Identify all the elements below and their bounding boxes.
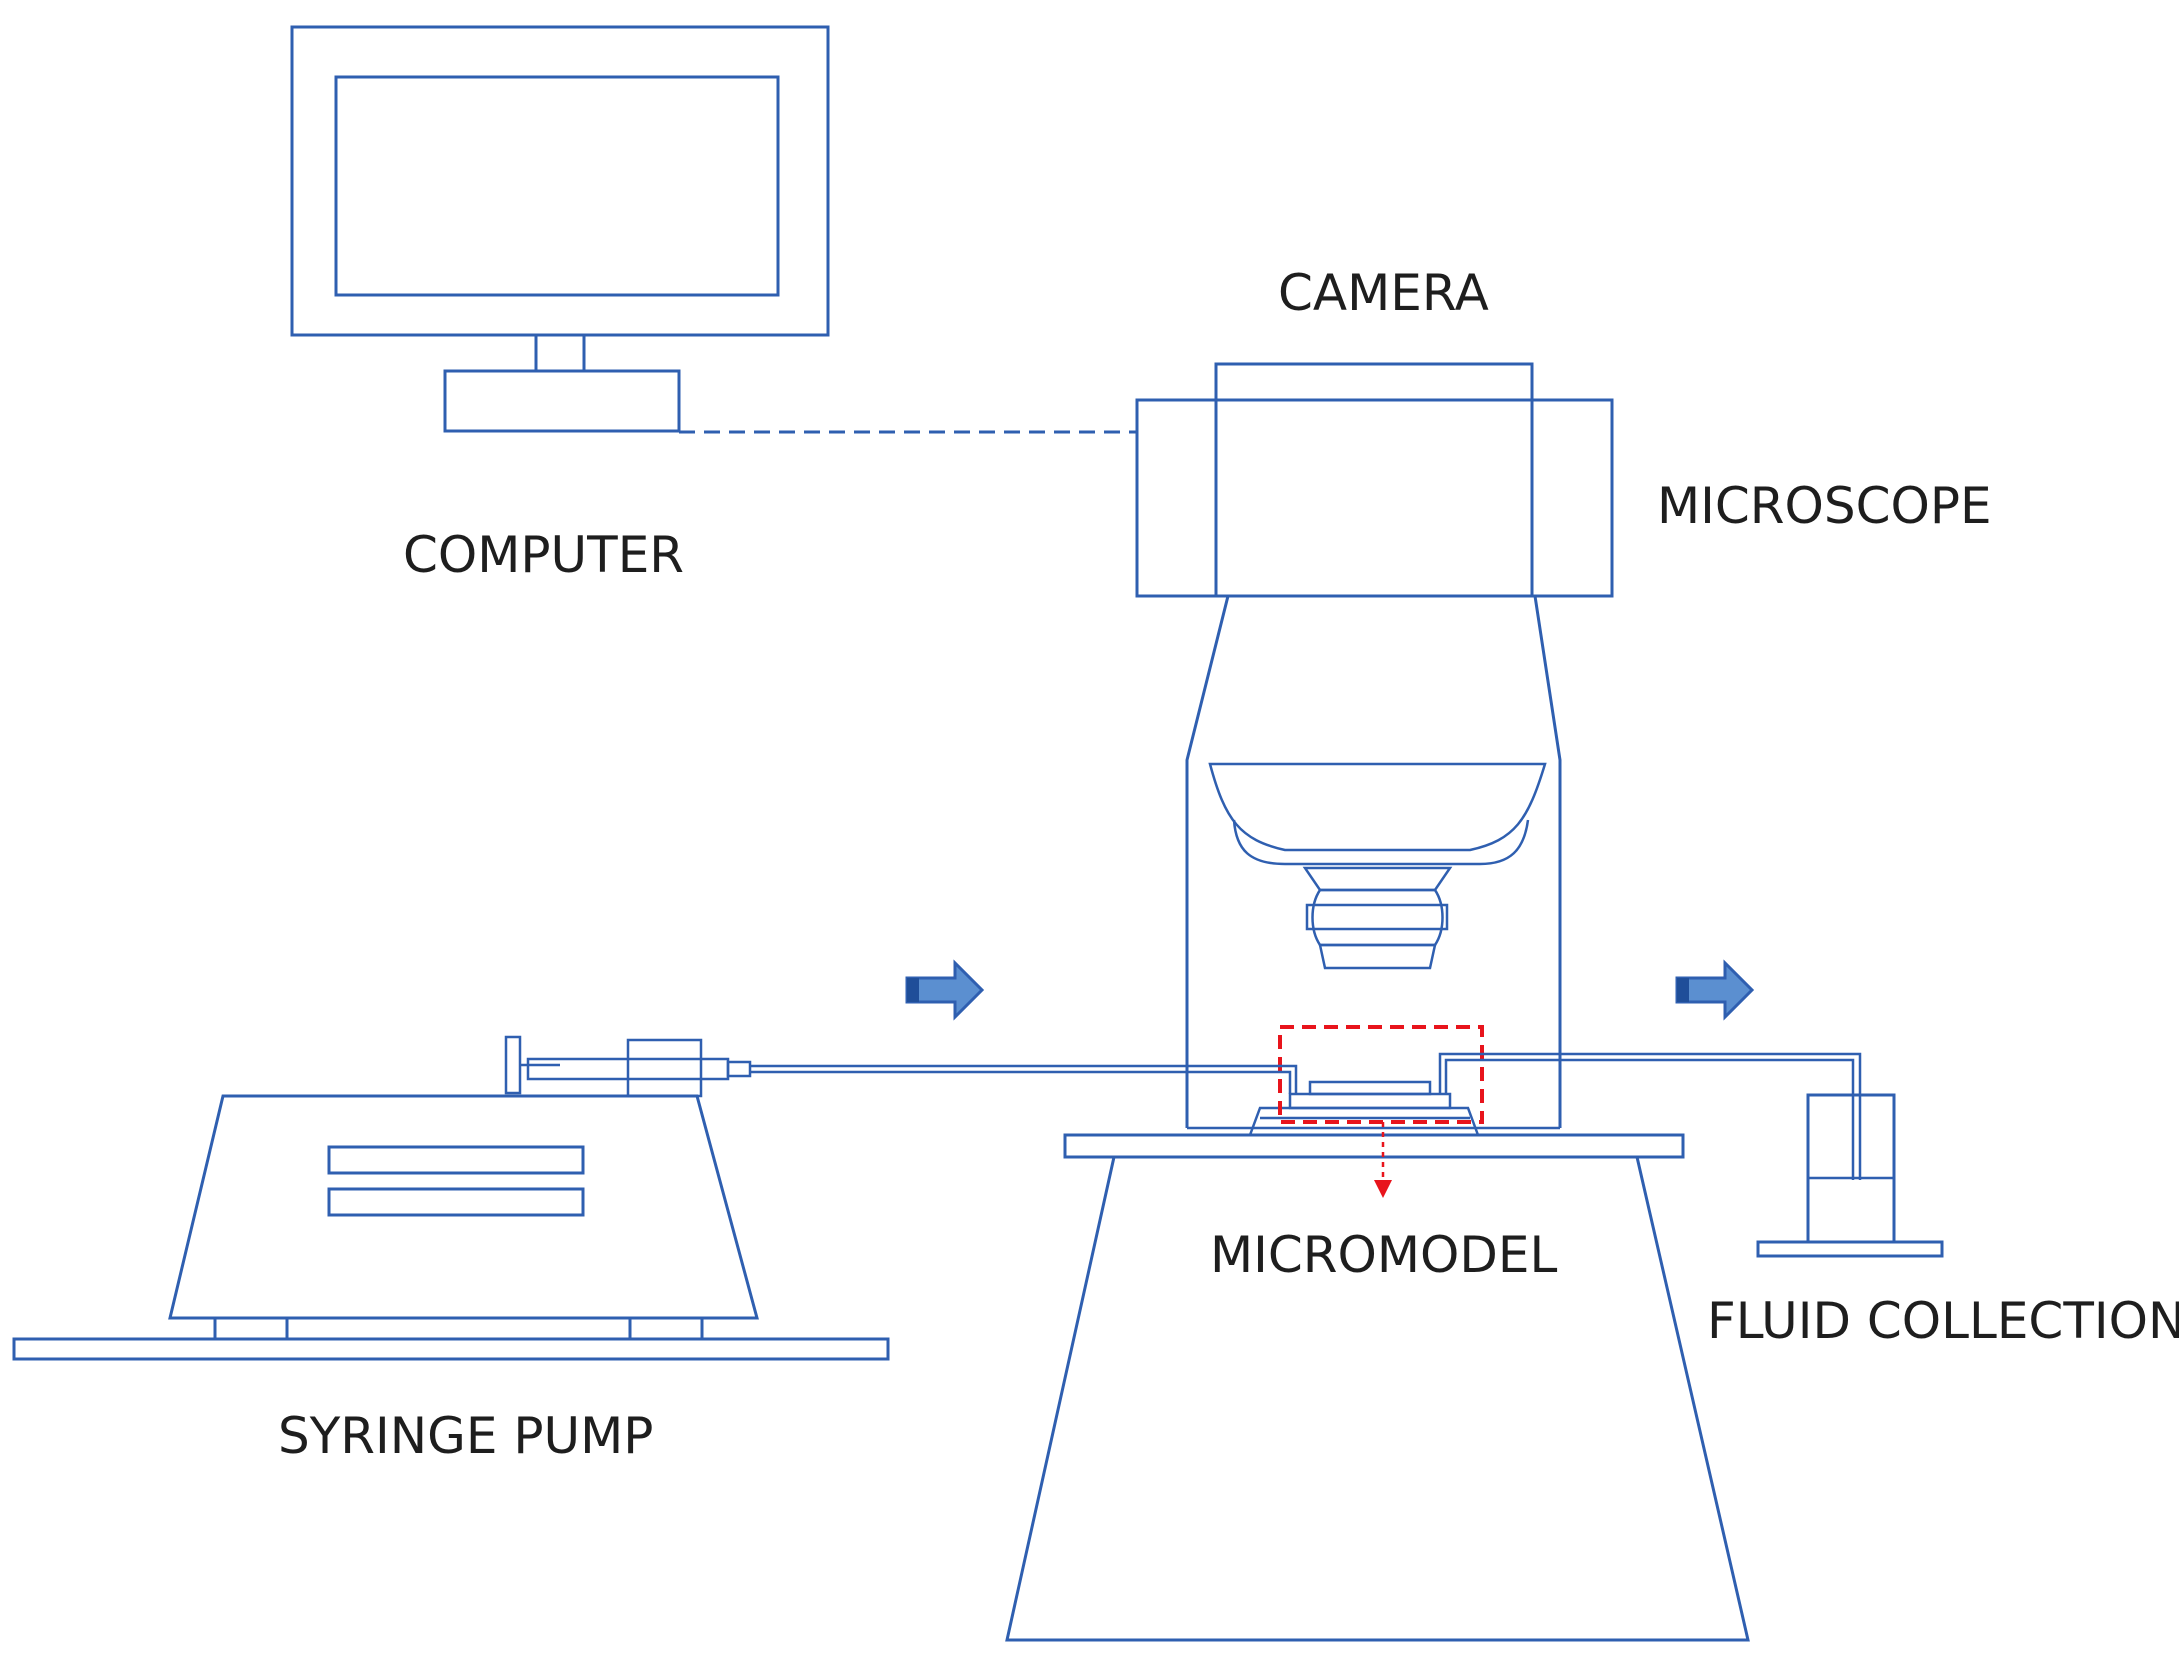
pump-display-slot-1 bbox=[327, 1145, 585, 1175]
fluid-collection bbox=[1756, 1093, 1944, 1258]
camera-body bbox=[1214, 362, 1534, 598]
camera-label: CAMERA bbox=[1278, 264, 1489, 322]
pump-body bbox=[168, 1094, 759, 1320]
collection-vial bbox=[1806, 1093, 1896, 1244]
inlet-tubing-wall bbox=[750, 1070, 1292, 1094]
nosepiece-rim bbox=[1232, 819, 1530, 866]
pump-display-slot-2 bbox=[327, 1187, 585, 1217]
highlight-arrowhead bbox=[1374, 1180, 1392, 1198]
monitor-frame bbox=[290, 25, 830, 337]
syringe-tip bbox=[726, 1060, 752, 1078]
microscope-stage bbox=[1063, 1133, 1685, 1159]
microscope-base bbox=[1005, 1156, 1750, 1642]
microscope-label: MICROSCOPE bbox=[1657, 477, 1992, 535]
flow-direction-arrow-outlet bbox=[1675, 959, 1755, 1021]
syringe-pump bbox=[12, 1035, 890, 1361]
fluid-collection-label: FLUID COLLECTION bbox=[1707, 1292, 2179, 1350]
monitor-base bbox=[443, 369, 681, 433]
syringe-plunger-head bbox=[504, 1035, 522, 1095]
flow-direction-arrow-inlet bbox=[905, 959, 985, 1021]
syringe-pump-label: SYRINGE PUMP bbox=[278, 1407, 653, 1465]
monitor-stand bbox=[534, 333, 586, 373]
microscope-right-edge bbox=[1533, 595, 1562, 1128]
nosepiece bbox=[1208, 762, 1547, 852]
syringe-clamp bbox=[626, 1038, 703, 1098]
inlet-tubing bbox=[750, 1064, 1298, 1094]
outlet-tubing bbox=[1438, 1052, 1862, 1180]
micromodel-label: MICROMODEL bbox=[1210, 1226, 1557, 1284]
pump-platform bbox=[12, 1337, 890, 1361]
outlet-tubing-wall bbox=[1444, 1058, 1855, 1180]
computer-label: COMPUTER bbox=[403, 526, 684, 584]
micromodel-highlight bbox=[1278, 1025, 1484, 1124]
computer bbox=[290, 25, 830, 433]
pump-foot-right bbox=[628, 1316, 704, 1341]
objective-lens bbox=[1302, 866, 1453, 970]
monitor-screen bbox=[334, 75, 780, 297]
camera-housing bbox=[1135, 398, 1614, 598]
collection-stand bbox=[1756, 1240, 1944, 1258]
camera bbox=[1135, 362, 1614, 598]
microscope bbox=[1005, 595, 1750, 1642]
microscope-left-edge bbox=[1185, 595, 1230, 1128]
pump-foot-left bbox=[213, 1316, 289, 1341]
micromodel-chip bbox=[1248, 1080, 1480, 1136]
